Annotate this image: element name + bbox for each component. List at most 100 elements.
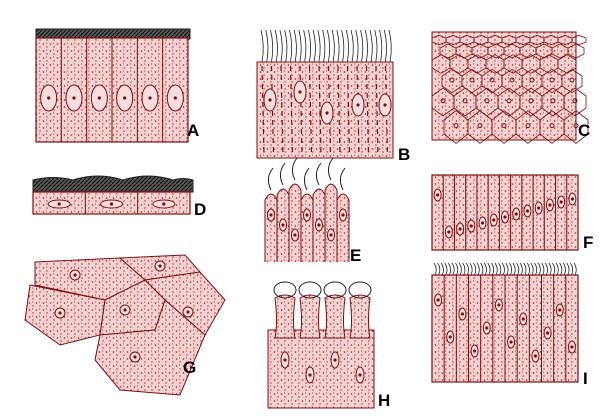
cilium (369, 29, 373, 63)
flagellum (267, 167, 274, 191)
cilium (505, 262, 509, 276)
cilium (494, 262, 498, 276)
stria (356, 65, 360, 156)
stria (270, 65, 275, 156)
nucleolus (558, 308, 562, 312)
cilium (374, 29, 378, 63)
nucleus (529, 77, 535, 83)
nucleolus (305, 213, 309, 217)
nucleolus (469, 224, 473, 228)
panel-h-goblet-epithelium (267, 281, 375, 409)
cilium (298, 29, 302, 63)
panel-g-squamous-epithelium (24, 254, 226, 396)
cilium (462, 262, 466, 276)
cilium (364, 29, 368, 63)
nucleus (489, 77, 495, 83)
cilium (303, 29, 307, 63)
nucleolus (447, 230, 451, 234)
polygonal-cell (563, 87, 587, 117)
nucleolus (158, 264, 162, 268)
stria (299, 65, 303, 156)
stria (375, 65, 379, 156)
panel-f-pseudostratified-epithelium (431, 174, 579, 251)
mucus-droplet (298, 281, 322, 299)
nucleus (569, 77, 575, 83)
nucleolus (472, 349, 477, 353)
nucleolus (460, 312, 465, 316)
nucleolus (570, 345, 574, 349)
nucleolus (293, 233, 297, 237)
mucus-droplet (323, 281, 347, 299)
cilium (312, 29, 316, 63)
stria (318, 65, 322, 156)
nucleus (477, 123, 483, 129)
cilium (284, 29, 288, 63)
nucleus (469, 77, 475, 83)
nucleolus (503, 215, 507, 219)
nucleus (484, 98, 490, 104)
cilium (440, 262, 444, 276)
nucleolus (356, 103, 360, 107)
cilium (341, 29, 345, 63)
cilium (509, 262, 513, 276)
nucleolus (47, 96, 51, 100)
nucleolus (268, 98, 272, 102)
nucleolus (308, 373, 312, 377)
nucleus (501, 123, 507, 129)
panel-b-ciliated-epithelium (256, 29, 394, 159)
mucus-droplet (273, 281, 297, 299)
cilium (530, 262, 534, 276)
columnar-cell (336, 193, 350, 262)
nucleolus (325, 111, 329, 115)
cilium (544, 262, 548, 276)
panel-e-flagellated-epithelium (264, 157, 350, 262)
stria (384, 65, 389, 156)
nucleus (572, 98, 578, 104)
cilium (498, 262, 502, 276)
panel-c-stratified-epithelium (431, 31, 589, 144)
cilium (455, 262, 459, 276)
panel-label-f: F (583, 233, 594, 252)
nucleolus (548, 203, 552, 207)
nucleus (549, 77, 555, 83)
nucleus (528, 98, 534, 104)
nucleolus (72, 96, 76, 100)
goblet-cell (274, 294, 296, 339)
stria (327, 65, 332, 156)
panel-label-e: E (350, 246, 362, 265)
nucleus (449, 77, 455, 83)
cilium (379, 29, 383, 63)
squamous-cell (94, 299, 206, 396)
cilium (465, 262, 469, 276)
cilium (476, 262, 480, 276)
goblet-cell (299, 294, 321, 339)
cilium (444, 262, 448, 276)
panel-a-columnar-epithelium (35, 28, 191, 143)
stria (346, 65, 351, 156)
cilium (279, 29, 283, 63)
cilium (566, 262, 570, 276)
cilium (433, 262, 437, 276)
nucleus (462, 98, 468, 104)
nucleolus (514, 212, 518, 216)
panel-label-h: H (378, 391, 391, 410)
nucleolus (458, 227, 462, 231)
cilium (562, 262, 566, 276)
cilium (317, 29, 321, 63)
cilium (350, 29, 354, 63)
nucleolus (341, 213, 345, 217)
flagellum (339, 167, 346, 191)
nucleolus (298, 90, 302, 94)
nucleolus (383, 103, 387, 107)
cilium (487, 262, 491, 276)
nucleolus (358, 373, 362, 377)
nucleolus (57, 202, 61, 206)
nucleolus (333, 358, 337, 362)
cilium (573, 262, 577, 276)
cilium (534, 262, 538, 276)
nucleolus (533, 354, 538, 358)
nucleus (506, 98, 512, 104)
flagellum (303, 167, 310, 191)
